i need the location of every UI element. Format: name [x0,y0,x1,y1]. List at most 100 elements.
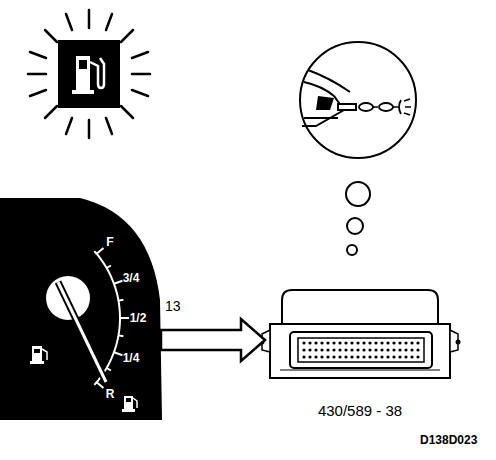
fuel-icon [122,396,137,412]
control-unit-part-part [386,348,389,351]
fuel-warning-lamp-part-part [88,120,91,138]
fuel-warning-lamp-part-part [132,90,148,96]
fuel-icon-part [126,398,131,402]
exhaust-scene-part [399,100,401,114]
connectors [161,319,265,361]
exhaust-scene [300,42,416,158]
exhaust-scene-part [405,106,411,108]
fuel-gauge-part [0,198,162,420]
fuel-gauge-part [58,282,106,382]
fuel-warning-lamp-part-part [45,30,57,42]
gauge-scale-mark: 1/4 [123,352,140,364]
control-unit-part-part [398,348,401,351]
exhaust-scene-part [393,106,398,108]
gauge-scale-mark: 3/4 [123,272,140,284]
control-unit-part-part [374,341,377,344]
fuel-warning-lamp-part [76,56,90,92]
control-unit-part-part [344,355,347,358]
control-unit-part [270,324,450,378]
control-unit-part-part [326,348,329,351]
control-unit-part-part [374,355,377,358]
fuel-gauge-part-part [118,299,123,302]
fuel-icon-part [34,349,40,353]
control-unit [260,290,461,378]
gauge-scale-mark: F [106,236,113,248]
fuel-warning-lamp-part-part [121,30,133,42]
fuel-warning-lamp-part-part [30,52,46,58]
control-unit-part-part [350,348,353,351]
fuel-warning-lamp-part-part [132,73,150,76]
control-unit-part-part [308,355,311,358]
control-unit-part-part [368,348,371,351]
control-unit-part-part [344,348,347,351]
fuel-gauge-part-part [107,266,111,269]
exhaust-scene-part [300,42,416,158]
control-unit-part-part [344,341,347,344]
control-unit-part-part [362,355,365,358]
thought-bubbles-part [347,218,363,234]
control-unit-part-part [326,355,329,358]
control-unit-part-part [320,348,323,351]
exhaust-scene-part [316,96,334,110]
control-unit-part-part [314,348,317,351]
fuel-icon [30,346,47,364]
fuel-gauge-part-part [120,317,129,319]
control-unit-part-part [320,355,323,358]
control-unit-part-part [332,348,335,351]
exhaust-scene-part [304,117,338,119]
control-unit-part-part [356,341,359,344]
control-unit-part-part [416,348,419,351]
fuel-warning-lamp-part [72,90,94,94]
fuel-icon-part [42,349,47,360]
control-unit-part-part [374,348,377,351]
gauge-scale-mark: 1/2 [130,312,147,324]
fuel-warning-lamp-part-part [88,10,91,28]
control-unit-part-part [332,341,335,344]
exhaust-scene-part [359,103,373,111]
callout-number: 13 [163,299,183,313]
control-unit-part-part [410,348,413,351]
fuel-icon-part [30,361,44,364]
fuel-warning-lamp-part-part [66,118,72,134]
control-unit-part [280,370,440,371]
control-unit-part-part [308,341,311,344]
fuel-warning-lamp-part [28,10,150,138]
fuel-gauge-part-part [97,248,104,254]
control-unit-part-part [308,348,311,351]
control-unit-part-part [380,348,383,351]
control-unit-part-part [362,341,365,344]
fuel-gauge-part-part [118,334,123,337]
control-unit-part-part [350,341,353,344]
fuel-gauge-part-part [114,352,122,355]
fuel-gauge [0,198,162,420]
control-unit-part-part [404,348,407,351]
figure-code: D138D023 [420,434,477,446]
control-unit-part-part [362,348,365,351]
control-unit-part [456,340,461,345]
fuel-warning-lamp-part-part [45,106,57,118]
control-unit-part-part [302,341,305,344]
control-unit-part-part [302,355,305,358]
control-unit-part-part [416,341,419,344]
control-unit-part-part [380,341,383,344]
control-unit-part [298,338,424,362]
fuel-gauge-node: F3/41/21/4R [0,190,158,422]
fuel-icon-part [124,396,133,410]
fuel-warning-lamp-part-part [106,14,112,30]
control-unit-part-part [332,355,335,358]
control-unit-part-part [338,341,341,344]
exhaust-scene-part [308,70,350,92]
thought-bubbles-part [346,182,370,206]
control-unit-part-part [392,355,395,358]
fuel-warning-lamp-part-part [66,14,72,30]
control-unit-part-part [416,355,419,358]
control-unit-part [302,341,419,358]
control-unit-part-part [320,341,323,344]
control-unit-part-part [404,341,407,344]
control-unit-part-part [350,355,353,358]
control-unit-part-part [326,341,329,344]
control-unit-part-part [386,355,389,358]
exhaust-scene-part [404,99,410,101]
fuel-gauge-part-part [107,368,111,371]
